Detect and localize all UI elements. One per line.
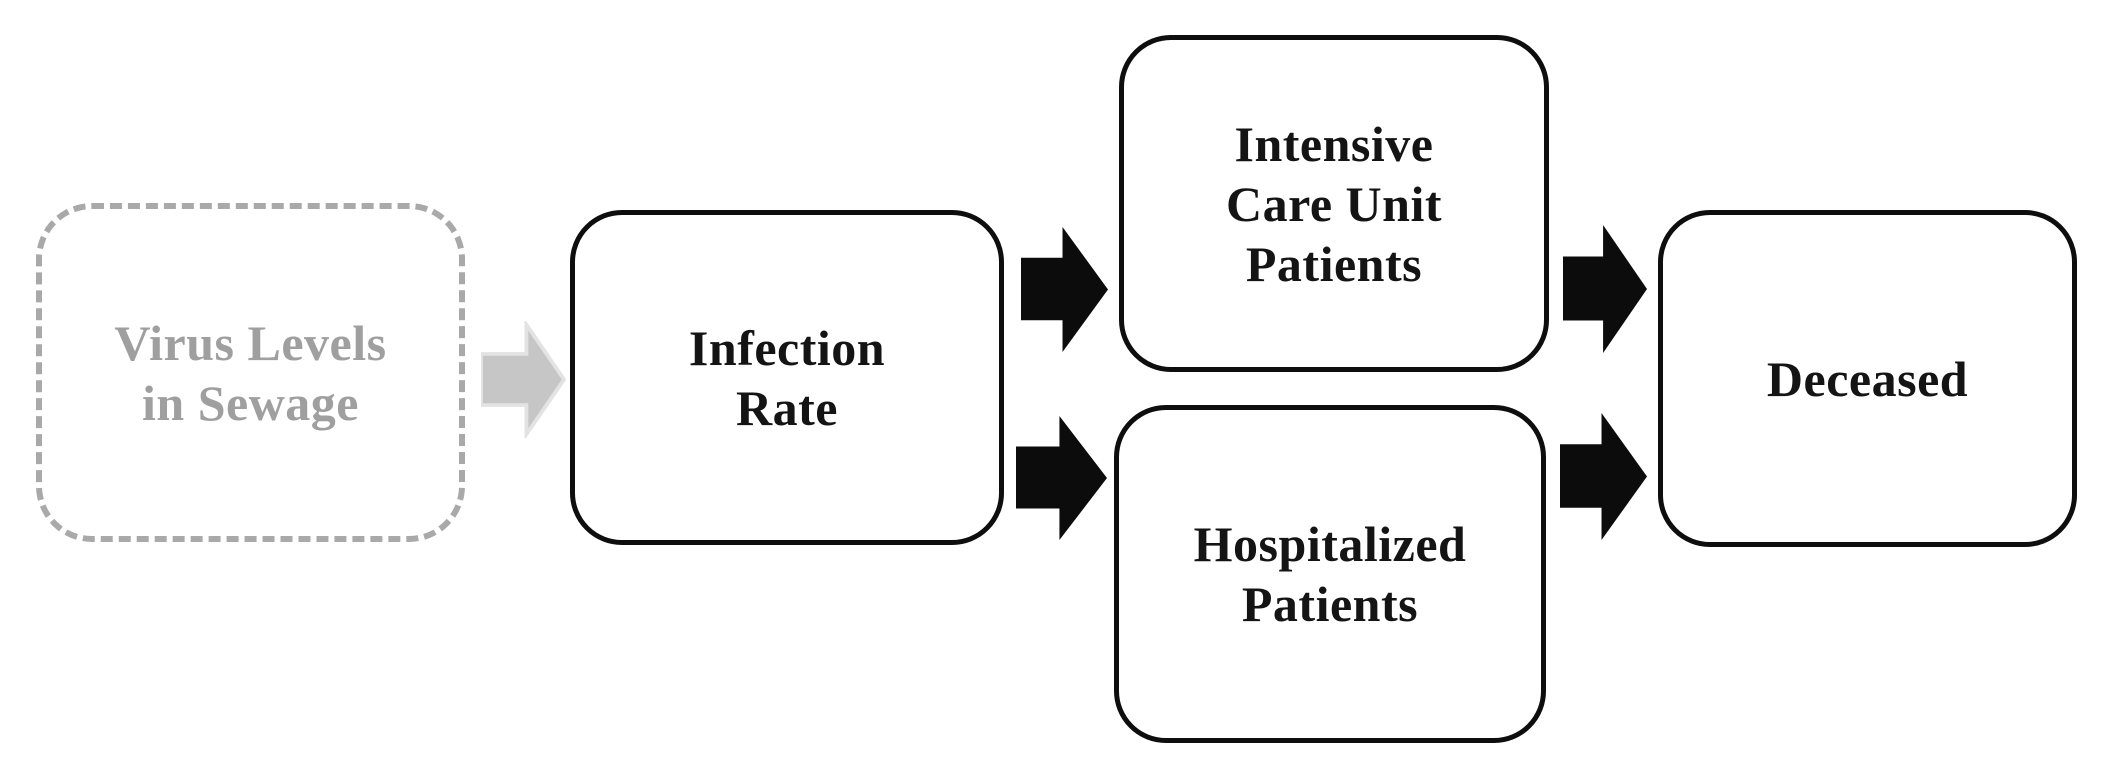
node-label: Hospitalized Patients (1193, 516, 1467, 632)
arrow-virus-to-infection-icon (481, 321, 566, 438)
node-label: Intensive Care Unit Patients (1225, 115, 1443, 292)
node-deceased: Deceased (1658, 210, 2077, 547)
node-virus-levels-in-sewage: Virus Levels in Sewage (36, 203, 465, 542)
node-infection-rate: Infection Rate (570, 210, 1004, 545)
node-label: Deceased (1766, 350, 1969, 407)
node-intensive-care-unit-patients: Intensive Care Unit Patients (1119, 35, 1549, 372)
arrow-infection-to-hospitalized-icon (1016, 415, 1107, 541)
arrow-hospitalized-to-deceased-icon (1560, 413, 1647, 540)
block-arrow-shape (1016, 415, 1107, 541)
arrow-infection-to-icu-icon (1021, 226, 1108, 353)
node-label: Infection Rate (688, 319, 886, 436)
block-arrow-shape (1021, 226, 1108, 353)
block-arrow-shape (1563, 225, 1647, 353)
node-hospitalized-patients: Hospitalized Patients (1114, 405, 1546, 743)
arrow-icu-to-deceased-icon (1563, 225, 1647, 353)
block-arrow-shape (481, 321, 566, 438)
node-label: Virus Levels in Sewage (114, 314, 387, 431)
block-arrow-shape (1560, 413, 1647, 540)
